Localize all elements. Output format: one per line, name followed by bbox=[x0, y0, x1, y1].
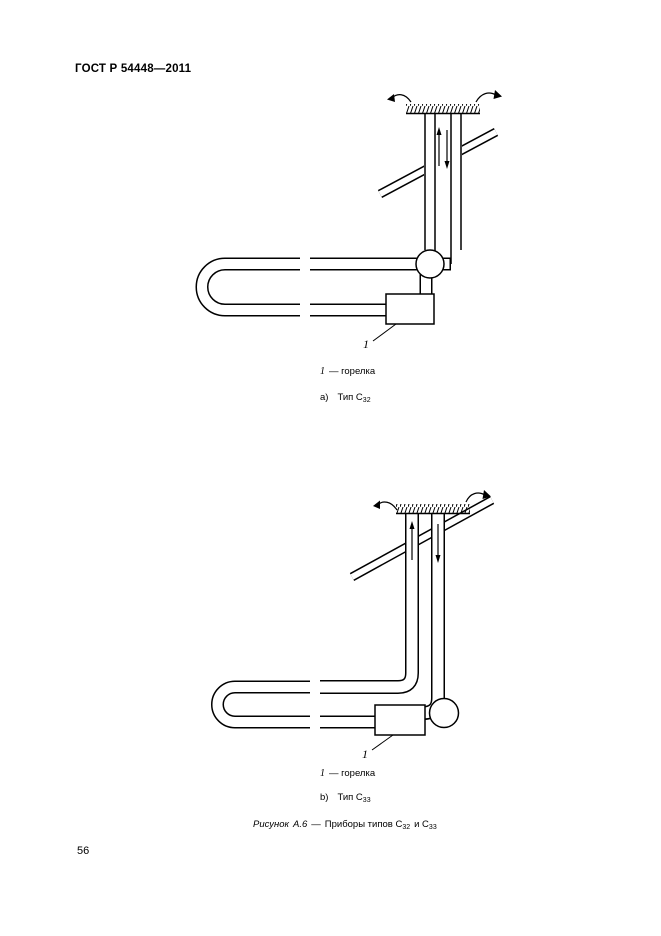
figure-a-label: a) Тип С32 bbox=[320, 392, 371, 404]
burner-leader-line bbox=[371, 734, 394, 751]
flue-up-arrow-icon bbox=[436, 127, 442, 166]
flue-duct-left bbox=[316, 509, 419, 694]
legend-text: — горелка bbox=[329, 366, 376, 377]
page-number: 56 bbox=[77, 845, 90, 857]
legend-text: — горелка bbox=[329, 768, 376, 779]
air-down-arrow-icon bbox=[444, 130, 450, 169]
type-label: Тип С bbox=[337, 792, 363, 803]
burner-number-label: 1 bbox=[362, 747, 368, 761]
caption-subscript-2: 33 bbox=[428, 824, 437, 831]
type-subscript: 33 bbox=[362, 797, 371, 804]
legend-ref: 1 bbox=[320, 366, 325, 377]
item-letter: a) bbox=[320, 392, 329, 403]
burner-box bbox=[374, 704, 426, 736]
wind-arrow-right-icon bbox=[465, 490, 491, 503]
figure-b-legend: 1 — горелка bbox=[320, 768, 375, 779]
burner-box bbox=[385, 293, 435, 325]
burner-leader-line bbox=[372, 323, 397, 342]
heat-exchanger-loop bbox=[211, 680, 314, 729]
flue-up-arrow-icon bbox=[409, 521, 415, 560]
type-label: Тип С bbox=[337, 392, 363, 403]
wind-arrow-left-icon bbox=[373, 500, 398, 511]
caption-subscript-1: 32 bbox=[402, 824, 411, 831]
wind-arrow-left-icon bbox=[387, 94, 412, 103]
caption-dash: — bbox=[311, 819, 321, 830]
air-down-arrow-icon bbox=[435, 524, 441, 563]
diagram-type-c33: 1 bbox=[211, 490, 495, 761]
document-id: ГОСТ Р 54448—2011 bbox=[75, 63, 192, 75]
caption-text: Приборы типов С bbox=[324, 819, 403, 830]
figure-a-legend: 1 — горелка bbox=[320, 366, 375, 377]
inner-flue-duct bbox=[434, 113, 452, 265]
heat-exchanger-loop bbox=[195, 257, 304, 317]
wind-arrow-right-icon bbox=[475, 90, 502, 103]
legend-ref: 1 bbox=[320, 768, 325, 779]
type-subscript: 32 bbox=[362, 397, 371, 404]
duct-elbow bbox=[415, 249, 445, 279]
diagram-type-c32: 1 bbox=[195, 90, 502, 351]
flue-terminal bbox=[396, 504, 470, 515]
burner-number-label: 1 bbox=[363, 337, 369, 351]
flue-terminal bbox=[406, 104, 480, 115]
caption-word: Рисунок bbox=[253, 819, 290, 830]
caption-conjunction: и С bbox=[414, 819, 429, 830]
caption-number: А.6 bbox=[293, 819, 308, 830]
figure-b-label: b) Тип С33 bbox=[320, 792, 371, 804]
duct-elbow bbox=[428, 697, 460, 729]
item-letter: b) bbox=[320, 792, 329, 803]
